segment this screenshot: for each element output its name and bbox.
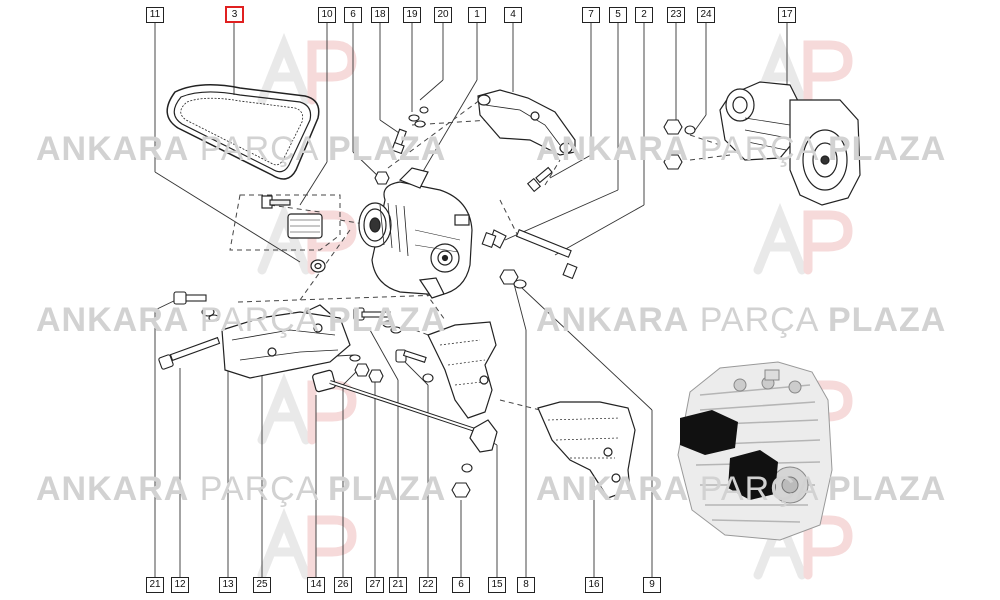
callout-part-15[interactable]: 15: [488, 577, 506, 593]
callout-part-26[interactable]: 26: [334, 577, 352, 593]
leader-lines: [154, 22, 788, 578]
alternator: [358, 167, 473, 299]
callout-part-14[interactable]: 14: [307, 577, 325, 593]
callout-part-8[interactable]: 8: [517, 577, 535, 593]
starter-motor: [719, 81, 861, 206]
lower-bracket: [221, 304, 351, 379]
callout-part-9[interactable]: 9: [643, 577, 661, 593]
callout-part-21b[interactable]: 21: [389, 577, 407, 593]
bolts-and-nuts: [158, 106, 696, 498]
watermark-logos: [257, 32, 853, 580]
upper-bracket: [477, 89, 576, 156]
callout-part-6b[interactable]: 6: [452, 577, 470, 593]
callout-part-22[interactable]: 22: [419, 577, 437, 593]
engine-photo: [677, 361, 833, 541]
v-belt: [166, 84, 320, 180]
callout-part-27[interactable]: 27: [366, 577, 384, 593]
adjuster-rod: [312, 369, 498, 453]
callout-part-13[interactable]: 13: [219, 577, 237, 593]
callout-part-12[interactable]: 12: [171, 577, 189, 593]
callout-part-21[interactable]: 21: [146, 577, 164, 593]
callout-part-17[interactable]: 17: [778, 7, 796, 23]
callout-part-3-highlighted[interactable]: 3: [225, 6, 244, 23]
callout-part-7[interactable]: 7: [582, 7, 600, 23]
callout-part-10[interactable]: 10: [318, 7, 336, 23]
callout-part-4[interactable]: 4: [504, 7, 522, 23]
callout-part-5[interactable]: 5: [609, 7, 627, 23]
long-bolt: [481, 231, 497, 249]
callout-part-24[interactable]: 24: [697, 7, 715, 23]
callout-part-2[interactable]: 2: [635, 7, 653, 23]
callout-part-19[interactable]: 19: [403, 7, 421, 23]
mounting-bracket: [537, 401, 636, 499]
callout-part-20[interactable]: 20: [434, 7, 452, 23]
side-bracket: [427, 321, 497, 419]
belt-tensioner: [261, 195, 326, 273]
callout-part-16[interactable]: 16: [585, 577, 603, 593]
callout-part-6[interactable]: 6: [344, 7, 362, 23]
callout-part-18[interactable]: 18: [371, 7, 389, 23]
callout-part-23[interactable]: 23: [667, 7, 685, 23]
callout-part-1[interactable]: 1: [468, 7, 486, 23]
callout-part-25[interactable]: 25: [253, 577, 271, 593]
callout-part-11[interactable]: 11: [146, 7, 164, 23]
